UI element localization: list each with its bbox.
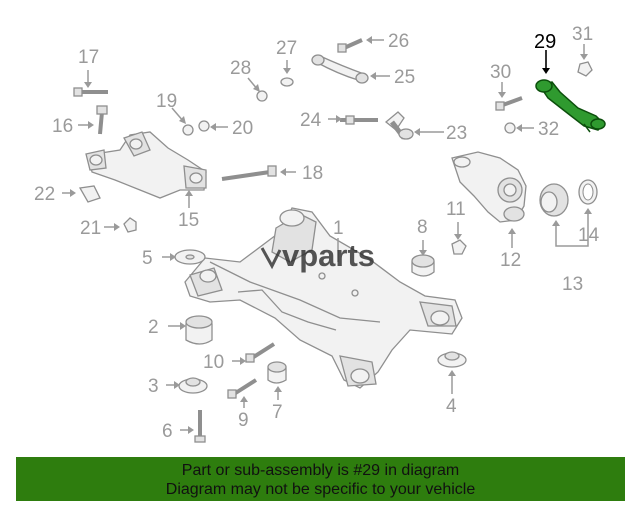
part-2-bushing[interactable] — [185, 315, 213, 345]
part-14-ring[interactable] — [578, 179, 598, 205]
callout-12: 12 — [500, 250, 521, 271]
part-24-bolt[interactable] — [340, 115, 378, 125]
callout-21: 21 — [80, 218, 101, 239]
callout-14: 14 — [578, 225, 600, 246]
part-27-clip[interactable] — [280, 77, 294, 87]
part-28-nut[interactable] — [256, 90, 268, 102]
callout-13: 13 — [562, 274, 583, 295]
part-21-nut[interactable] — [123, 217, 137, 233]
part-17-bolt[interactable] — [73, 87, 108, 97]
part-5-washer[interactable] — [174, 249, 206, 265]
callout-10: 10 — [203, 352, 224, 373]
part-15-carrier[interactable] — [85, 131, 207, 199]
part-4-mount[interactable] — [437, 351, 467, 368]
vparts-logo-mark — [260, 247, 282, 270]
part-16-bolt[interactable] — [96, 105, 108, 135]
callout-15: 15 — [178, 210, 199, 231]
callout-18: 18 — [302, 163, 323, 184]
parts-diagram: 1 2 3 4 5 6 7 8 9 10 11 12 13 14 15 16 1… — [34, 24, 606, 443]
callout-17: 17 — [78, 47, 99, 68]
callout-labels: 1 2 3 4 5 6 7 8 9 10 11 12 13 14 15 16 1… — [34, 24, 600, 442]
banner-line-1: Part or sub-assembly is #29 in diagram — [181, 462, 460, 479]
part-11-nut[interactable] — [451, 239, 467, 255]
part-7-bushing[interactable] — [267, 361, 287, 384]
callout-32: 32 — [538, 119, 559, 140]
part-20-nut[interactable] — [198, 120, 210, 132]
callout-30: 30 — [490, 62, 511, 83]
callout-22: 22 — [34, 184, 55, 205]
part-6-bolt[interactable] — [194, 410, 206, 443]
callout-1: 1 — [333, 218, 344, 239]
callout-11: 11 — [446, 199, 466, 220]
callout-23: 23 — [446, 123, 467, 144]
part-31-nut[interactable] — [577, 61, 593, 77]
part-30-bolt[interactable] — [495, 96, 523, 111]
part-10-bolt[interactable] — [245, 342, 276, 363]
part-1-subframe[interactable] — [184, 207, 463, 389]
part-26-bolt[interactable] — [337, 38, 363, 53]
part-29-highlighted-control-arm[interactable] — [535, 79, 606, 133]
part-19-nut[interactable] — [182, 124, 194, 136]
part-32-nut[interactable] — [504, 122, 516, 134]
callout-19: 19 — [156, 91, 177, 112]
info-banner: Part or sub-assembly is #29 in diagram D… — [16, 457, 625, 501]
part-13-hub-bearing[interactable] — [539, 183, 569, 217]
part-22-stop[interactable] — [78, 185, 101, 203]
vparts-watermark: vparts — [260, 238, 375, 273]
part-18-bolt[interactable] — [221, 165, 277, 181]
callout-9: 9 — [238, 410, 249, 431]
callout-2: 2 — [148, 317, 159, 338]
leader-lines — [62, 36, 592, 434]
callout-3: 3 — [148, 376, 159, 397]
callout-27: 27 — [276, 38, 297, 59]
part-3-mount[interactable] — [178, 377, 208, 394]
callout-29-highlighted: 29 — [534, 31, 556, 53]
callout-25: 25 — [394, 67, 415, 88]
banner-line-2: Diagram may not be specific to your vehi… — [165, 481, 476, 498]
part-9-bolt[interactable] — [227, 378, 258, 399]
callout-4: 4 — [446, 396, 457, 417]
callout-24: 24 — [300, 110, 322, 131]
callout-20: 20 — [232, 118, 253, 139]
callout-16: 16 — [52, 116, 73, 137]
callout-26: 26 — [388, 31, 409, 52]
watermark-brand: vparts — [282, 238, 375, 273]
callout-5: 5 — [142, 248, 153, 269]
callout-8: 8 — [417, 217, 428, 238]
callout-31: 31 — [572, 24, 593, 45]
part-25-control-arm[interactable] — [311, 54, 369, 84]
part-8-bushing[interactable] — [411, 254, 435, 277]
callout-6: 6 — [162, 421, 173, 442]
callout-7: 7 — [272, 402, 283, 423]
callout-28: 28 — [230, 58, 251, 79]
part-23-link[interactable] — [384, 111, 414, 140]
part-12-knuckle[interactable] — [451, 151, 527, 223]
